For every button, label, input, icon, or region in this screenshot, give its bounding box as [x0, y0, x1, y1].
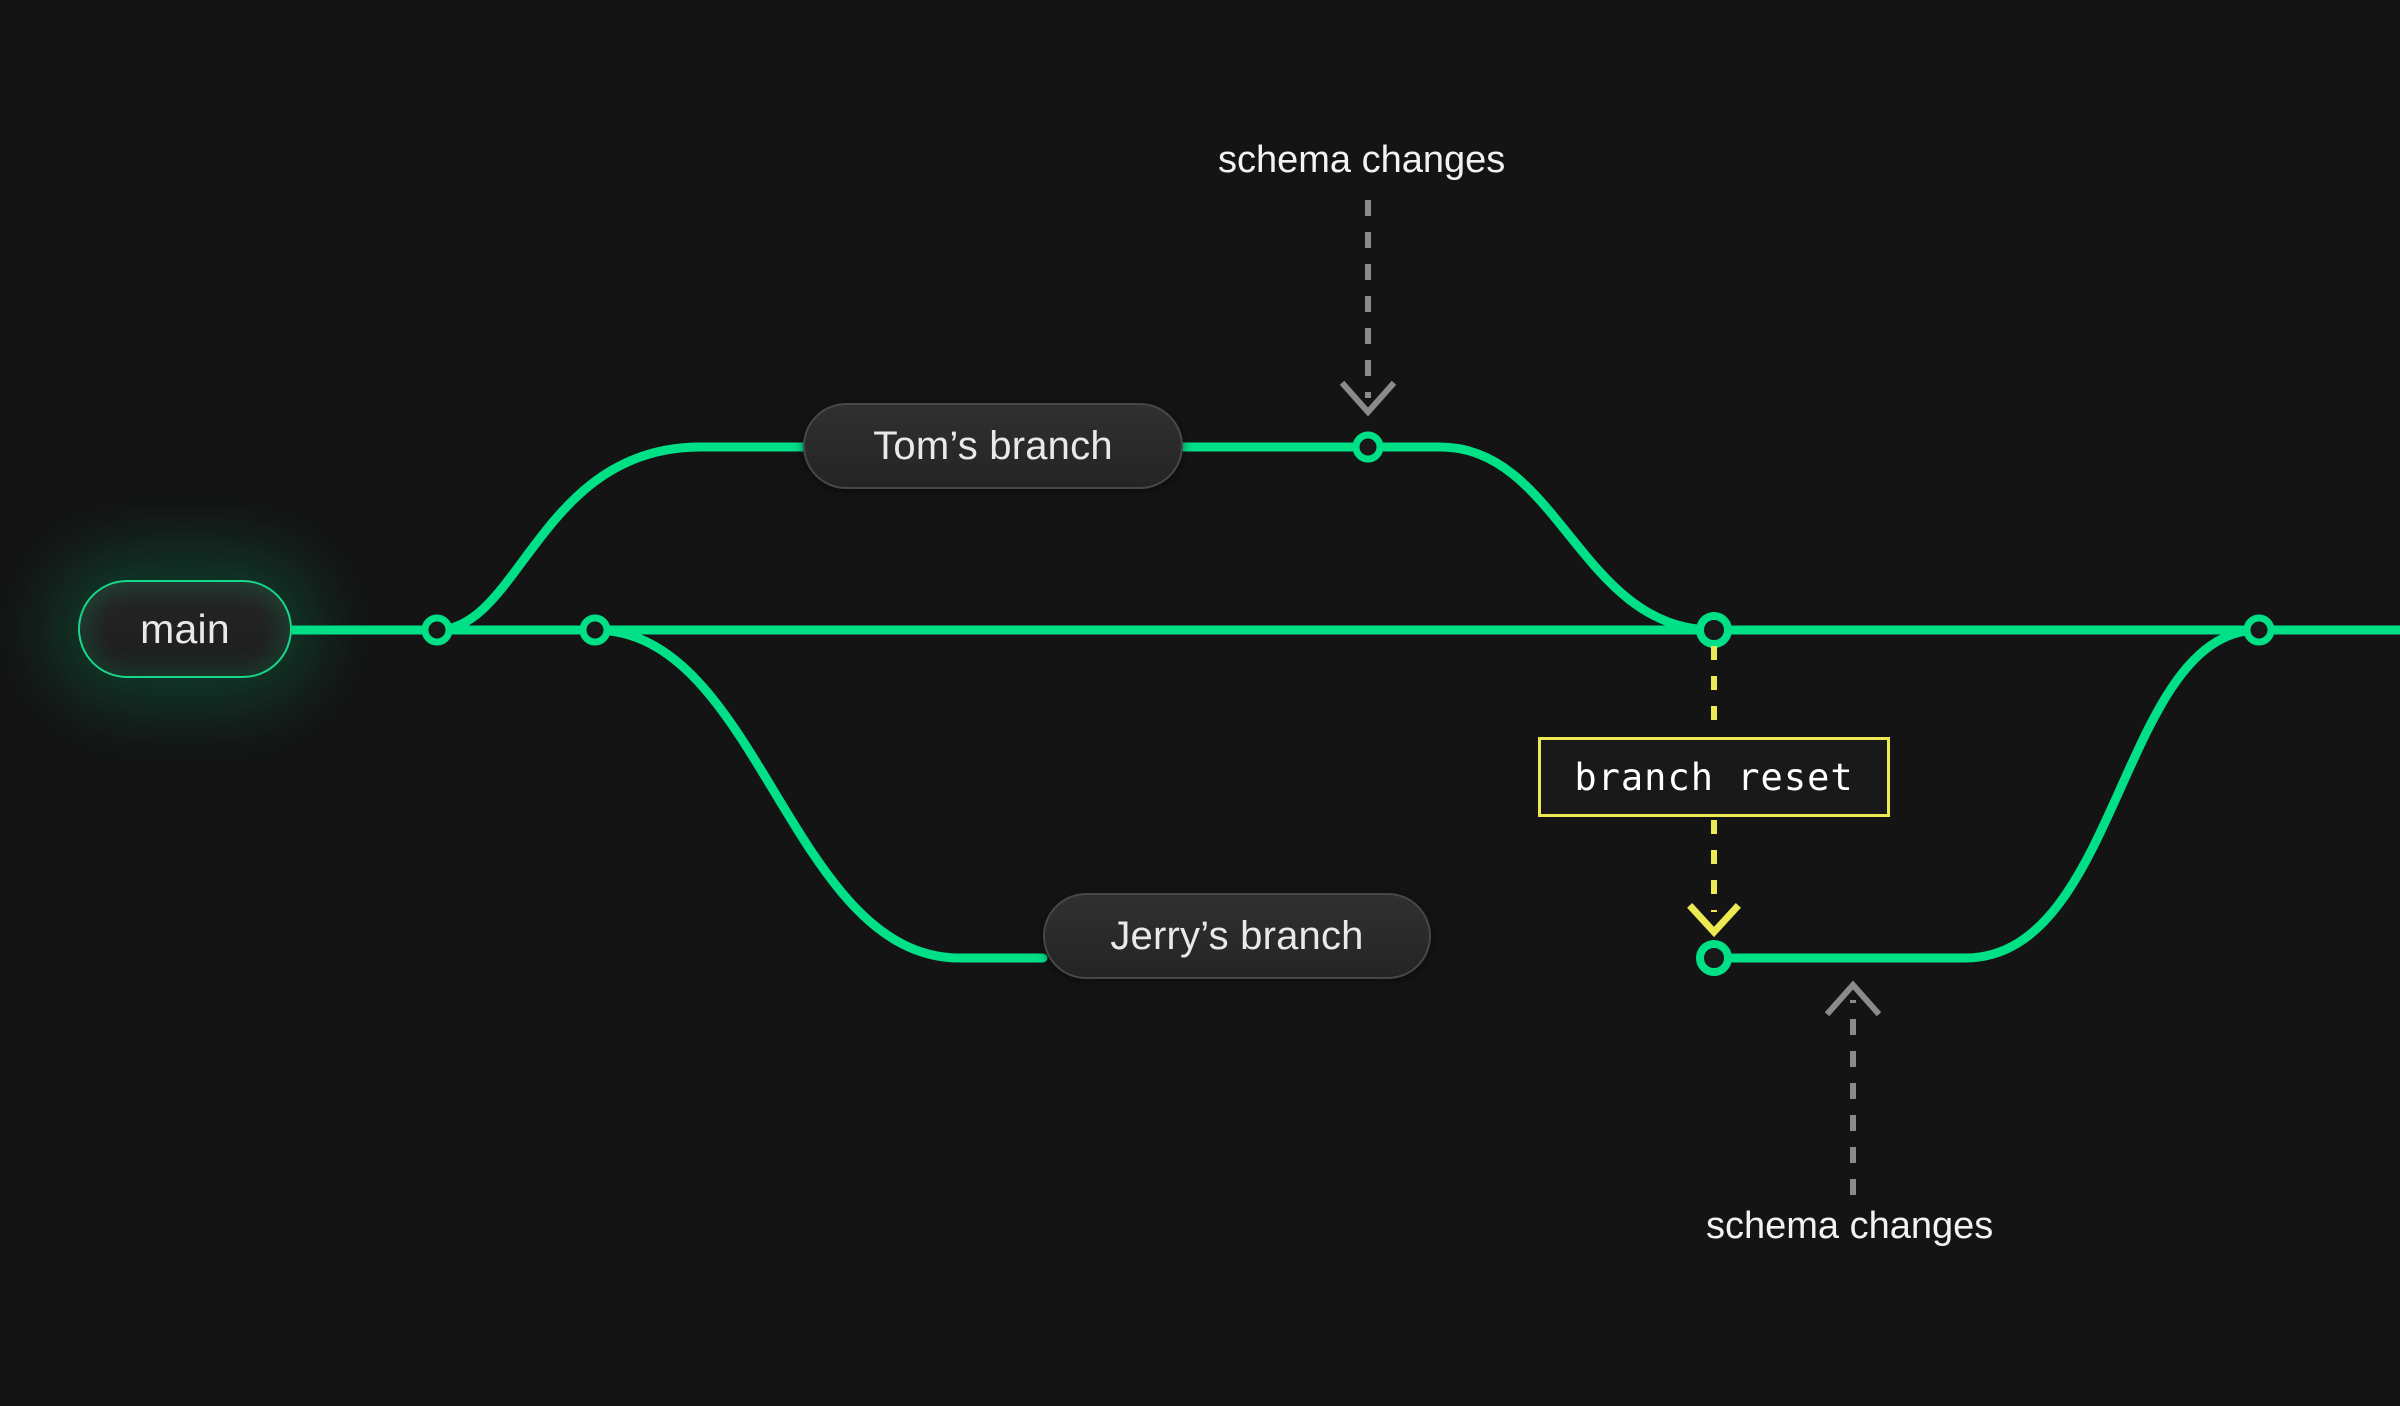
- commit-dots: [421, 431, 2275, 976]
- branch-pill-main[interactable]: main: [78, 580, 292, 678]
- jerry-branch-out: [590, 625, 1048, 963]
- commit-dot-main-a[interactable]: [421, 614, 453, 646]
- branch-reset-label: branch reset: [1574, 755, 1854, 799]
- branch-pill-jerry[interactable]: Jerry’s branch: [1043, 893, 1431, 979]
- commit-dot-tom[interactable]: [1352, 431, 1384, 463]
- schema-changes-label-top: schema changes: [1218, 139, 1506, 181]
- branch-pill-jerry-label: Jerry’s branch: [1110, 913, 1364, 958]
- commit-dot-main-merge[interactable]: [1696, 612, 1732, 648]
- tom-branch-merge: [1178, 442, 1719, 635]
- branch-reset-callout[interactable]: branch reset: [1538, 737, 1890, 817]
- jerry-branch-merge: [1709, 625, 2264, 963]
- branch-pill-tom[interactable]: Tom’s branch: [803, 403, 1183, 489]
- schema-changes-label-bottom: schema changes: [1706, 1205, 1994, 1247]
- commit-dot-main-b[interactable]: [579, 614, 611, 646]
- tom-branch-out: [432, 442, 810, 635]
- schema-changes-arrow-top: [1339, 200, 1397, 417]
- commit-dot-jerry-reset[interactable]: [1696, 940, 1732, 976]
- branch-pill-main-label: main: [140, 605, 230, 652]
- branch-pill-tom-label: Tom’s branch: [873, 423, 1113, 468]
- branch-reset-connector: [1687, 646, 1741, 938]
- commit-dot-main-final[interactable]: [2243, 614, 2275, 646]
- schema-changes-arrow-bottom: [1824, 980, 1882, 1195]
